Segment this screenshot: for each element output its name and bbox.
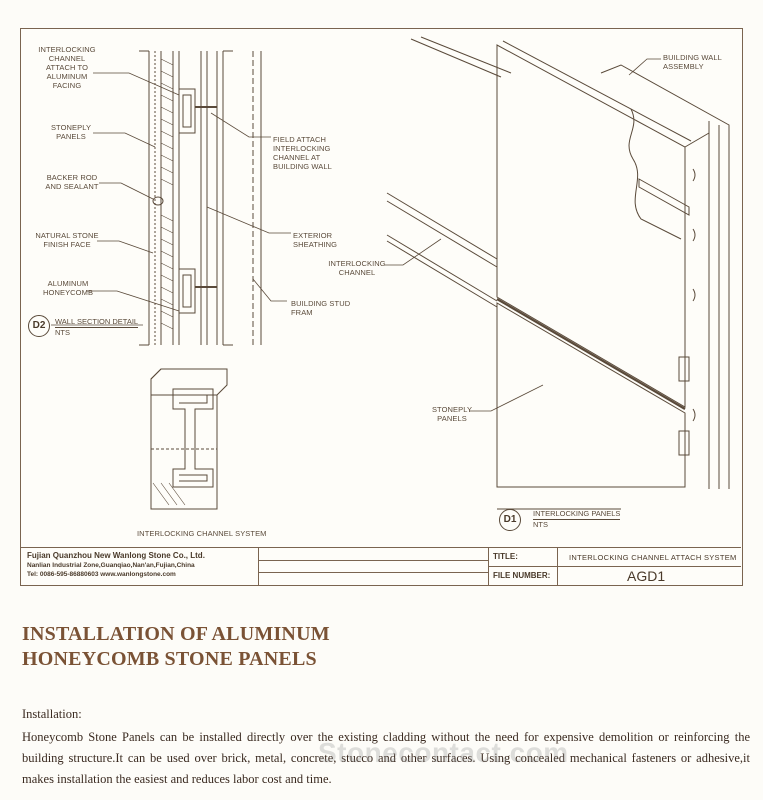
label-exterior-sheathing: EXTERIOR SHEATHING xyxy=(293,231,338,249)
company-contact: Tel: 0086-595-86880603 www.wanlongstone.… xyxy=(27,571,176,578)
file-number-value: AGD1 xyxy=(627,568,666,584)
label-stoneply-panels-right: StonePly PANELS xyxy=(431,405,473,423)
title-key: TITLE: xyxy=(493,552,518,561)
label-interlocking-attach: INTERLOCKING CHANNEL ATTACH TO ALUMINUM … xyxy=(38,45,96,90)
label-aluminum-honeycomb: ALUMINUM HONEYCOMB xyxy=(43,279,94,297)
heading-line-2: HONEYCOMB STONE PANELS xyxy=(22,648,317,670)
blank-row xyxy=(259,548,488,561)
title-row-divider xyxy=(557,548,558,567)
detail-scale-d2: NTS xyxy=(55,328,70,337)
title-value: INTERLOCKING CHANNEL ATTACH SYSTEM xyxy=(569,553,737,562)
company-name: Fujian Quanzhou New Wanlong Stone Co., L… xyxy=(27,551,205,560)
title-block-blank-rows xyxy=(259,548,489,586)
company-address: Nanlian Industrial Zone,Guanqiao,Nan'an,… xyxy=(27,562,195,569)
watermark: Stonecontact.com xyxy=(318,737,569,768)
blank-row xyxy=(259,573,488,586)
title-row: TITLE: INTERLOCKING CHANNEL ATTACH SYSTE… xyxy=(489,548,741,567)
installation-subheading: Installation: xyxy=(22,707,82,721)
wall-section-detail xyxy=(139,50,262,346)
installation-body: Honeycomb Stone Panels can be installed … xyxy=(22,730,750,786)
interlocking-panels-detail xyxy=(386,36,730,510)
detail-marker-d1: D1 xyxy=(499,509,521,531)
detail-title-d2-text: WALL SECTION DETAIL xyxy=(55,317,139,328)
label-interlocking-channel-system: INTERLOCKING CHANNEL SYSTEM xyxy=(137,529,267,538)
technical-drawing xyxy=(51,36,730,510)
channel-system-detail xyxy=(150,368,228,510)
title-block: Fujian Quanzhou New Wanlong Stone Co., L… xyxy=(21,547,741,586)
detail-title-d2: WALL SECTION DETAIL NTS xyxy=(55,317,155,337)
label-stoneply-panels-left: StonePly PANELS xyxy=(50,123,92,141)
detail-title-d1: INTERLOCKING PANELS NTS xyxy=(533,509,643,529)
label-building-stud: BUILDING STUD FRAM xyxy=(291,299,351,317)
blank-row xyxy=(259,561,488,574)
detail-title-d1-text: INTERLOCKING PANELS xyxy=(533,509,621,520)
label-backer-rod: BACKER ROD AND SEALANT xyxy=(45,173,99,191)
drawing-sheet: INTERLOCKING CHANNEL ATTACH TO ALUMINUM … xyxy=(20,28,743,586)
file-number-key: FILE NUMBER: xyxy=(493,571,551,580)
page-heading: INSTALLATION OF ALUMINUM HONEYCOMB STONE… xyxy=(22,622,330,672)
heading-line-1: INSTALLATION OF ALUMINUM xyxy=(22,623,330,645)
label-interlocking-channel: INTERLOCKING CHANNEL xyxy=(328,259,386,277)
label-natural-stone: NATURAL STONE FINISH FACE xyxy=(35,231,99,249)
detail-marker-d2: D2 xyxy=(28,315,50,337)
title-block-right: TITLE: INTERLOCKING CHANNEL ATTACH SYSTE… xyxy=(489,548,741,586)
file-row-divider xyxy=(557,567,558,586)
label-building-wall-assembly: BUILDING WALL ASSEMBLY xyxy=(663,53,722,71)
file-number-row: FILE NUMBER: AGD1 xyxy=(489,567,741,586)
label-field-attach: FIELD ATTACH INTERLOCKING CHANNEL AT BUI… xyxy=(273,135,332,171)
company-info: Fujian Quanzhou New Wanlong Stone Co., L… xyxy=(21,548,259,586)
detail-scale-d1: NTS xyxy=(533,520,548,529)
